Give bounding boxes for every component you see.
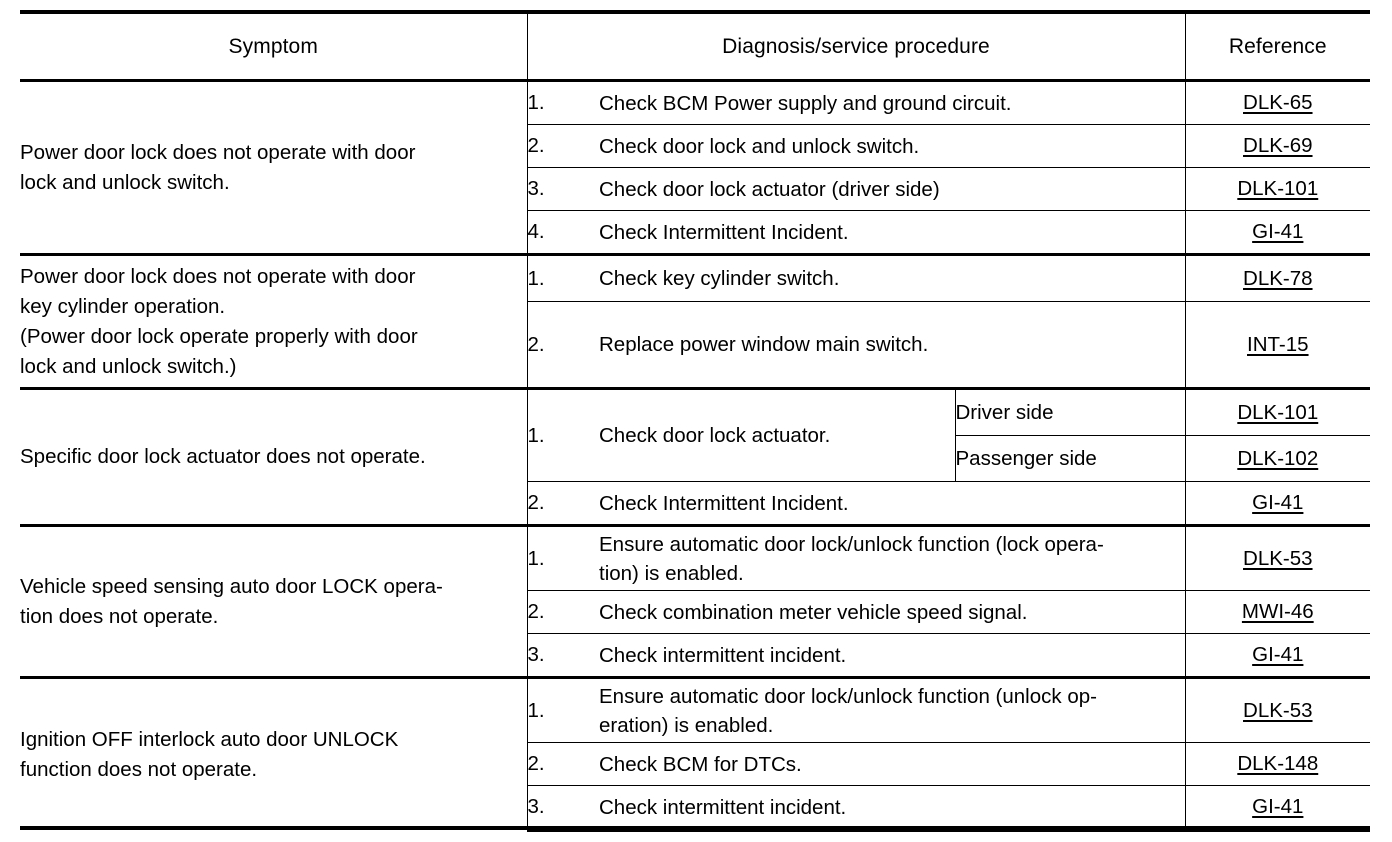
procedure-text: Check door lock and unlock switch. bbox=[599, 124, 1186, 168]
procedure-text: Check Intermittent Incident. bbox=[599, 210, 1186, 255]
procedure-text: Check door lock actuator (driver side) bbox=[599, 167, 1186, 211]
table-row: Ignition OFF interlock auto door UNLOCK … bbox=[20, 676, 1371, 830]
reference-link[interactable]: DLK-148 bbox=[1237, 752, 1319, 775]
reference-link[interactable]: DLK-101 bbox=[1237, 177, 1319, 200]
side-label-passenger: Passenger side bbox=[955, 435, 1186, 482]
step-number: 1. bbox=[526, 524, 599, 591]
reference-link[interactable]: DLK-78 bbox=[1243, 266, 1313, 290]
reference-link[interactable]: DLK-53 bbox=[1243, 546, 1313, 570]
table-bottom-rule bbox=[20, 826, 1370, 830]
table-row: 2. Check combination meter vehicle speed… bbox=[20, 590, 1371, 634]
table-row: Power door lock does not operate with do… bbox=[20, 79, 1371, 255]
reference-link[interactable]: DLK-102 bbox=[1237, 446, 1319, 470]
reference-link[interactable]: DLK-53 bbox=[1243, 698, 1313, 722]
step-number: 1. bbox=[526, 387, 599, 482]
table-row: 4. Check Intermittent Incident. GI-41 bbox=[20, 210, 1371, 255]
procedure-text: Check BCM Power supply and ground circui… bbox=[599, 79, 1186, 125]
symptom-cell: Ignition OFF interlock auto door UNLOCK … bbox=[20, 676, 527, 830]
table-row: 3. Check door lock actuator (driver side… bbox=[20, 167, 1371, 211]
reference-cell: DLK-101 bbox=[1184, 387, 1371, 436]
procedure-text: Check intermittent incident. bbox=[599, 785, 1186, 832]
reference-link[interactable]: MWI-46 bbox=[1241, 600, 1314, 623]
procedure-text: Check door lock actuator. bbox=[599, 387, 956, 482]
symptom-cell: Specific door lock actuator does not ope… bbox=[20, 387, 527, 526]
reference-cell: DLK-102 bbox=[1184, 435, 1371, 482]
reference-cell: DLK-69 bbox=[1184, 124, 1371, 168]
table-row: Specific door lock actuator does not ope… bbox=[20, 387, 1371, 526]
reference-cell: MWI-46 bbox=[1184, 590, 1371, 634]
reference-cell: DLK-53 bbox=[1184, 524, 1371, 591]
column-header-symptom: Symptom bbox=[20, 10, 527, 81]
reference-link[interactable]: INT-15 bbox=[1247, 332, 1309, 356]
reference-cell: GI-41 bbox=[1184, 210, 1371, 255]
reference-cell: DLK-101 bbox=[1184, 167, 1371, 211]
procedure-text: Ensure automatic door lock/unlock functi… bbox=[599, 524, 1186, 591]
reference-cell: GI-41 bbox=[1184, 633, 1371, 678]
symptom-cell: Power door lock does not operate with do… bbox=[20, 253, 527, 389]
side-label-driver: Driver side bbox=[955, 387, 1186, 436]
step-number: 2. bbox=[526, 742, 599, 786]
step-number: 2. bbox=[526, 481, 599, 526]
column-header-procedure: Diagnosis/service procedure bbox=[526, 10, 1186, 81]
step-number: 1. bbox=[526, 253, 599, 302]
procedure-text: Check BCM for DTCs. bbox=[599, 742, 1186, 786]
step-number: 3. bbox=[526, 633, 599, 678]
table-header-row: Symptom Diagnosis/service procedure Refe… bbox=[20, 10, 1371, 81]
step-number: 2. bbox=[526, 124, 599, 168]
reference-cell: DLK-78 bbox=[1184, 253, 1371, 302]
diagnosis-symptom-table: Symptom Diagnosis/service procedure Refe… bbox=[20, 10, 1371, 832]
procedure-text: Check combination meter vehicle speed si… bbox=[599, 590, 1186, 634]
reference-cell: INT-15 bbox=[1184, 301, 1371, 389]
table-row: 2. Check BCM for DTCs. DLK-148 bbox=[20, 742, 1371, 786]
reference-cell: GI-41 bbox=[1184, 785, 1371, 832]
reference-link[interactable]: DLK-101 bbox=[1237, 400, 1319, 424]
reference-link[interactable]: GI-41 bbox=[1252, 220, 1304, 243]
table-row: Passenger side DLK-102 bbox=[20, 435, 1371, 482]
table-row: 2. Replace power window main switch. INT… bbox=[20, 301, 1371, 389]
table-row: Power door lock does not operate with do… bbox=[20, 253, 1371, 389]
step-number: 3. bbox=[526, 785, 599, 832]
symptom-cell: Power door lock does not operate with do… bbox=[20, 79, 527, 255]
table-row: 2. Check door lock and unlock switch. DL… bbox=[20, 124, 1371, 168]
symptom-cell: Vehicle speed sensing auto door LOCK ope… bbox=[20, 524, 527, 678]
step-number: 1. bbox=[526, 79, 599, 125]
step-number: 2. bbox=[526, 590, 599, 634]
procedure-text: Check intermittent incident. bbox=[599, 633, 1186, 678]
reference-cell: GI-41 bbox=[1184, 481, 1371, 526]
reference-link[interactable]: GI-41 bbox=[1252, 795, 1304, 818]
reference-link[interactable]: GI-41 bbox=[1252, 643, 1304, 666]
reference-cell: DLK-65 bbox=[1184, 79, 1371, 125]
reference-cell: DLK-53 bbox=[1184, 676, 1371, 743]
reference-link[interactable]: DLK-69 bbox=[1243, 134, 1313, 157]
reference-link[interactable]: GI-41 bbox=[1252, 491, 1304, 514]
column-header-reference: Reference bbox=[1184, 10, 1371, 81]
procedure-text: Check key cylinder switch. bbox=[599, 253, 1186, 302]
table-row: 2. Check Intermittent Incident. GI-41 bbox=[20, 481, 1371, 526]
procedure-text: Check Intermittent Incident. bbox=[599, 481, 1186, 526]
step-number: 3. bbox=[526, 167, 599, 211]
step-number: 2. bbox=[526, 301, 599, 389]
step-number: 1. bbox=[526, 676, 599, 743]
reference-link[interactable]: DLK-65 bbox=[1243, 91, 1313, 114]
step-number: 4. bbox=[526, 210, 599, 255]
procedure-text: Replace power window main switch. bbox=[599, 301, 1186, 389]
table-row: Vehicle speed sensing auto door LOCK ope… bbox=[20, 524, 1371, 678]
procedure-text: Ensure automatic door lock/unlock functi… bbox=[599, 676, 1186, 743]
table-row: 3. Check intermittent incident. GI-41 bbox=[20, 633, 1371, 678]
reference-cell: DLK-148 bbox=[1184, 742, 1371, 786]
